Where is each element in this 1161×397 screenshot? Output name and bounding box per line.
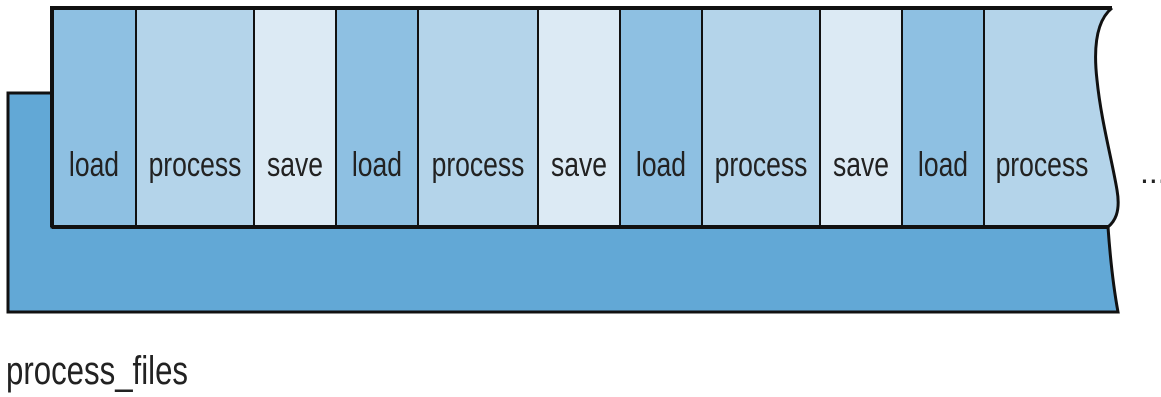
segment-load-4 — [336, 8, 418, 227]
segment-label-save: save — [551, 146, 607, 184]
diagram-caption: process_files — [6, 348, 188, 393]
segment-process-2 — [136, 8, 254, 227]
segment-load-10 — [902, 8, 984, 227]
strip-outline — [50, 6, 1112, 227]
segment-label-load: load — [636, 146, 686, 184]
segment-save-9 — [820, 8, 902, 227]
segment-load-1 — [52, 8, 136, 227]
segment-label-load: load — [352, 146, 402, 184]
segment-load-7 — [620, 8, 702, 227]
segment-label-load: load — [69, 146, 119, 184]
segment-save-3 — [254, 8, 336, 227]
torn-edge — [1094, 6, 1120, 229]
segment-save-6 — [538, 8, 620, 227]
segment-label-process: process — [715, 146, 808, 184]
segment-label-save: save — [833, 146, 889, 184]
segment-label-load: load — [918, 146, 968, 184]
segment-label-process: process — [149, 146, 242, 184]
segment-label-process: process — [432, 146, 525, 184]
segment-strip: load process save load process save load proces… — [52, 8, 1119, 227]
segment-label-process: process — [996, 146, 1089, 184]
segment-label-save: save — [267, 146, 323, 184]
segment-process-11 — [984, 8, 1119, 227]
continuation-ellipsis: ... — [1140, 154, 1161, 190]
segment-process-8 — [702, 8, 820, 227]
segment-process-5 — [418, 8, 538, 227]
